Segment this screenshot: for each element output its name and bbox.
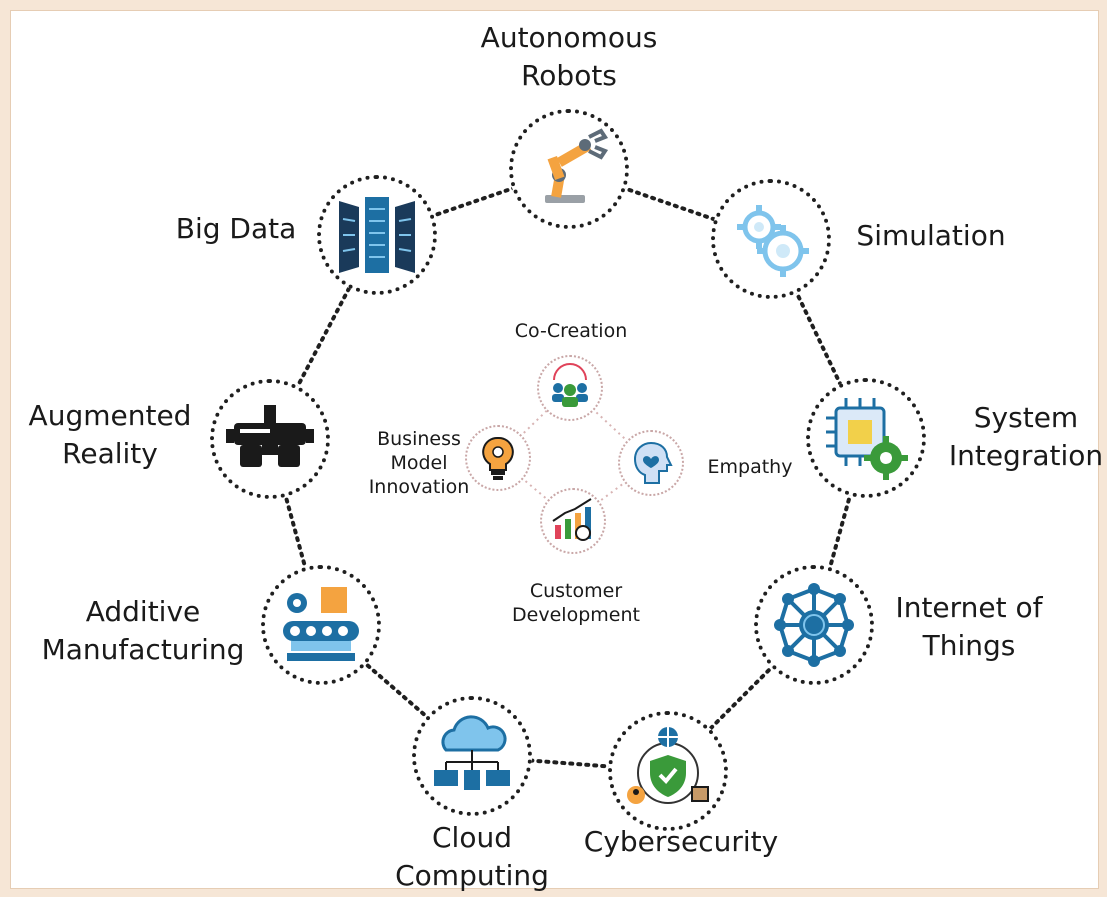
additive-manufacturing-node bbox=[261, 565, 381, 685]
cloud-computing-node bbox=[412, 696, 532, 816]
head-heart-icon bbox=[633, 441, 673, 484]
team-icon bbox=[552, 363, 588, 407]
system-integration-node bbox=[806, 378, 926, 498]
system-integration-label: System Integration bbox=[948, 401, 1104, 472]
business-model-innovation-label: Business Model Innovation bbox=[368, 428, 470, 498]
customer-development-node bbox=[540, 488, 606, 554]
simulation-label: Simulation bbox=[856, 219, 1006, 252]
big-data-label: Big Data bbox=[175, 212, 297, 245]
internet-of-things-label: Internet of Things bbox=[895, 591, 1043, 662]
chip-gear-icon bbox=[826, 398, 908, 480]
network-globe-icon bbox=[774, 583, 854, 667]
empathy-label: Empathy bbox=[707, 456, 793, 478]
robot-arm-icon bbox=[545, 128, 609, 203]
additive-manufacturing-label: Additive Manufacturing bbox=[41, 595, 245, 666]
lightbulb-icon bbox=[482, 436, 514, 480]
internet-of-things-node bbox=[754, 565, 874, 685]
cybersecurity-node bbox=[608, 711, 728, 831]
co-creation-node bbox=[537, 355, 603, 421]
augmented-reality-node bbox=[210, 379, 330, 499]
co-creation-label: Co-Creation bbox=[514, 320, 628, 342]
cloud-computing-label: Cloud Computing bbox=[395, 821, 549, 892]
diagram-frame: Autonomous Robots Simulation bbox=[10, 10, 1103, 892]
gears-icon bbox=[737, 205, 809, 277]
business-model-innovation-node bbox=[465, 425, 531, 491]
cybersecurity-label: Cybersecurity bbox=[583, 825, 779, 858]
augmented-reality-label: Augmented Reality bbox=[28, 399, 192, 470]
simulation-node bbox=[711, 179, 831, 299]
big-data-node bbox=[317, 175, 437, 295]
autonomous-robots-label: Autonomous Robots bbox=[480, 21, 658, 92]
shield-globe-icon bbox=[627, 727, 709, 804]
vr-headset-icon bbox=[226, 405, 314, 467]
autonomous-robots-node bbox=[509, 109, 629, 229]
empathy-node bbox=[618, 430, 684, 496]
growth-chart-icon bbox=[552, 498, 592, 541]
cloud-devices-icon bbox=[434, 715, 510, 790]
server-racks-icon bbox=[339, 197, 415, 273]
customer-development-label: Customer Development bbox=[512, 580, 640, 626]
conveyor-icon bbox=[283, 587, 359, 661]
